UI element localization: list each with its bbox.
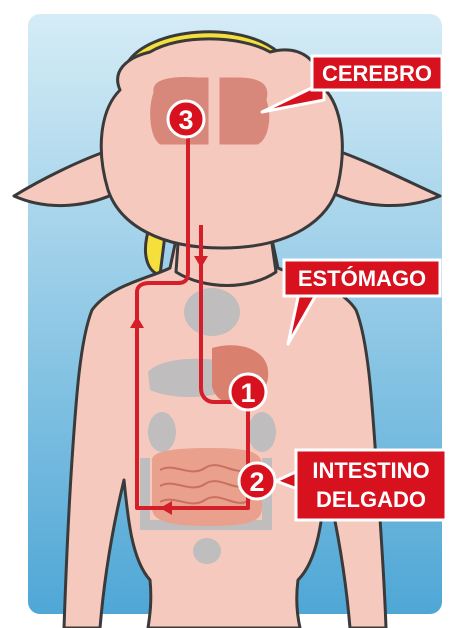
step-marker-3: 3 <box>168 101 204 137</box>
step-marker-1: 1 <box>230 374 266 410</box>
brain <box>149 76 271 146</box>
step-marker-2: 2 <box>239 463 275 499</box>
label-estomago: ESTÓMAGO <box>298 266 426 291</box>
step-number-3: 3 <box>178 105 193 135</box>
step-number-2: 2 <box>249 467 264 497</box>
step-number-1: 1 <box>240 378 255 408</box>
callout-intestino: INTESTINO DELGADO <box>276 450 446 520</box>
label-intestino: INTESTINO <box>312 458 429 483</box>
kidney-right <box>248 412 276 452</box>
label-delgado: DELGADO <box>316 487 426 512</box>
lung-upper <box>184 288 240 336</box>
bladder <box>193 538 221 564</box>
label-cerebro: CEREBRO <box>322 61 432 86</box>
kidney-left <box>148 412 176 452</box>
